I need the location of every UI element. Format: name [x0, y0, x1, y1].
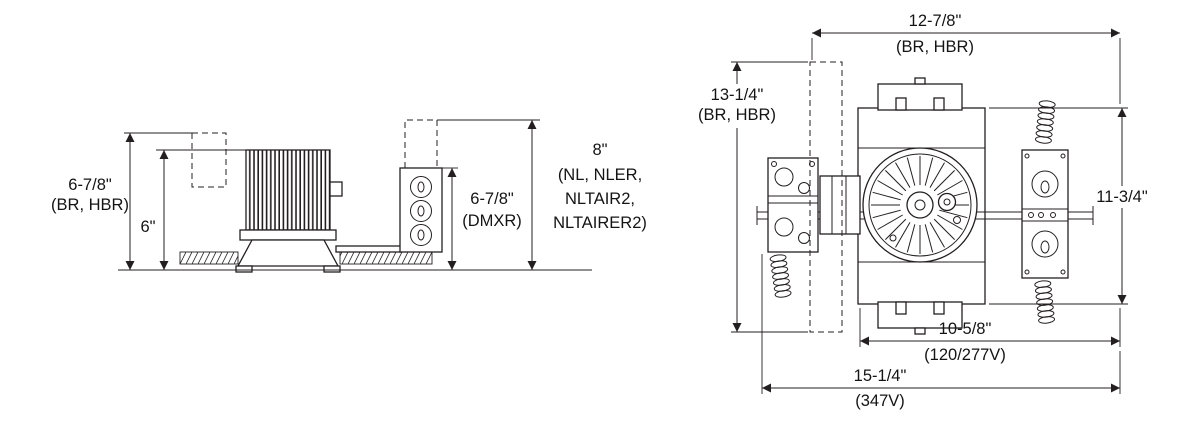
- ceiling-hatch-left: [179, 251, 239, 265]
- trim-cone: [236, 239, 340, 267]
- center-connector: [937, 192, 957, 212]
- fan-module: [862, 147, 978, 263]
- dim-pan-height: 11-3/4": [989, 107, 1148, 305]
- fan-blade-lines: [871, 156, 969, 254]
- driver-box-plan: [1021, 149, 1069, 279]
- dim-width-120-note: (120/277V): [924, 346, 1006, 364]
- side-view: 6-7/8" (BR, HBR) 6" 6-7/8" (DMXR) 8" (NL…: [51, 119, 647, 273]
- dim-dmxr-value: 6-7/8": [470, 190, 514, 208]
- dim-housing-note3: NLTAIRER2): [553, 214, 647, 232]
- heat-sink-side-tab: [329, 181, 343, 197]
- junction-box-side: [399, 119, 443, 253]
- dim-width-120-277v: 10-5/8" (120/277V): [859, 308, 1121, 364]
- dim-frame-height-value: 13-1/4": [711, 86, 764, 104]
- housing-dashed-outline: [809, 61, 843, 333]
- spring-coil: [1034, 280, 1056, 324]
- dim-dmxr-note: (DMXR): [462, 212, 522, 230]
- spring-coil: [769, 254, 792, 298]
- dim-frame-width-note: (BR, HBR): [896, 38, 974, 56]
- bracket-bottom: [877, 301, 963, 335]
- mounting-bar: [335, 245, 403, 253]
- dim-body-height: 6": [140, 149, 246, 270]
- dim-overall-height: 6-7/8" (BR, HBR): [51, 132, 192, 270]
- driver-housing-dashed-outline: [191, 132, 227, 188]
- dim-width-120-value: 10-5/8": [939, 320, 992, 338]
- dim-width-347-note: (347V): [855, 392, 905, 410]
- dim-housing-height: 8" (NL, NLER, NLTAIR2, NLTAIRER2): [437, 119, 647, 270]
- dim-pan-height-value: 11-3/4": [1096, 188, 1148, 206]
- dim-housing-note2: NLTAIR2,: [565, 190, 635, 208]
- dim-width-347v: 15-1/4" (347V): [761, 254, 1121, 410]
- dim-frame-height: 13-1/4" (BR, HBR): [698, 61, 808, 333]
- trim-flange-left: [235, 265, 253, 273]
- dim-width-347-value: 15-1/4": [854, 367, 907, 385]
- dim-dmxr-height: 6-7/8" (DMXR): [442, 167, 522, 270]
- dim-overall-height-value: 6-7/8": [68, 176, 112, 194]
- fixture-base-plate: [239, 229, 337, 241]
- dim-frame-width: 12-7/8" (BR, HBR): [811, 12, 1121, 104]
- dim-housing-value: 8": [592, 141, 607, 159]
- dim-frame-height-note: (BR, HBR): [698, 106, 776, 124]
- bracket-top: [877, 77, 963, 111]
- heat-sink-fins: [245, 149, 331, 231]
- top-view: 12-7/8" (BR, HBR) 13-1/4" (BR, HBR) 11-3…: [698, 12, 1148, 410]
- dim-frame-width-value: 12-7/8": [909, 12, 962, 30]
- fan-hub: [906, 191, 934, 219]
- dim-housing-note1: (NL, NLER,: [558, 166, 642, 184]
- trim-flange-right: [323, 265, 341, 273]
- junction-box-dashed-extension: [404, 119, 438, 168]
- dim-overall-height-note: (BR, HBR): [51, 196, 129, 214]
- screw-dot: [889, 234, 897, 242]
- ceiling-hatch-right: [339, 251, 433, 265]
- mounting-plate: [819, 175, 861, 235]
- spring-coil: [1034, 100, 1056, 144]
- screw-dot: [953, 216, 961, 224]
- dim-body-height-value: 6": [140, 218, 155, 236]
